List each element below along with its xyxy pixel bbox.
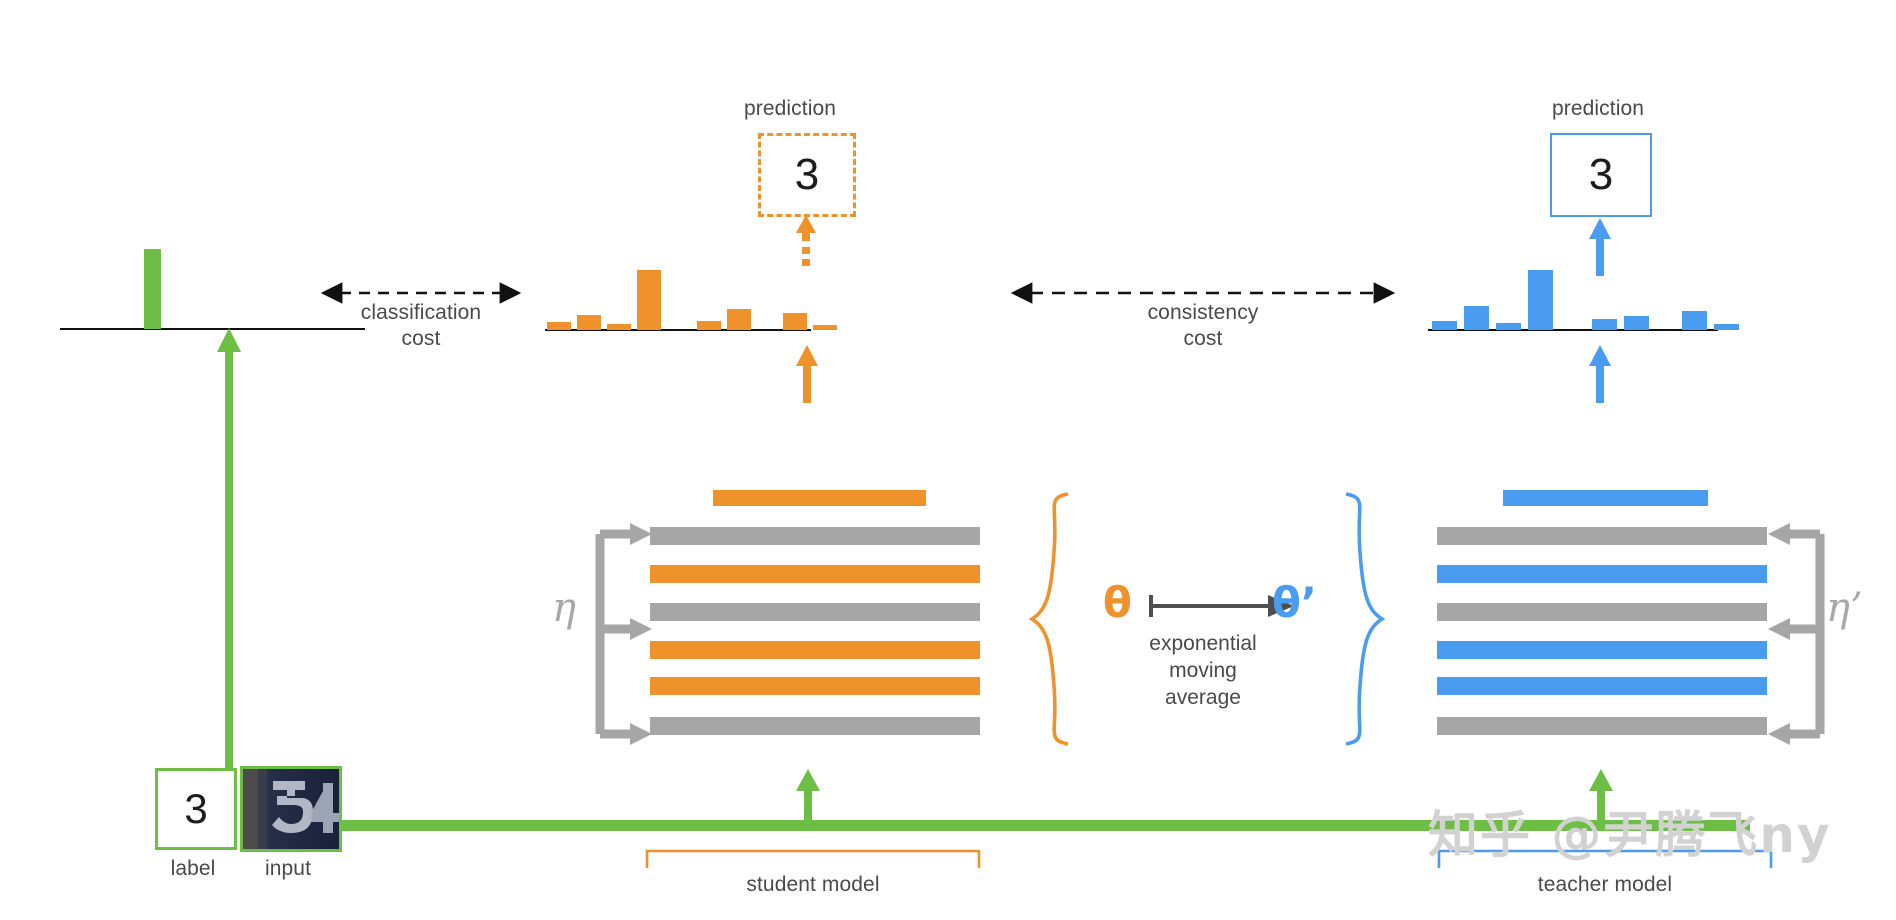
student-layer-gray [650, 527, 980, 545]
teacher-histogram-bar [1714, 324, 1739, 330]
label-value: 3 [184, 785, 208, 832]
label-arrow-icon [217, 328, 241, 778]
student-histogram-bar [637, 270, 661, 330]
classification-cost-label: classification cost [328, 300, 514, 352]
student-model-caption: student model [746, 873, 880, 896]
student-brace-icon [1028, 492, 1069, 746]
teacher-histogram-bar [1528, 270, 1553, 330]
teacher-histogram-bar [1682, 311, 1707, 330]
teacher-layer-active [1437, 677, 1767, 695]
student-histogram-bar [697, 321, 721, 330]
input-caption: input [264, 857, 312, 880]
student-prediction-box: 3 [758, 133, 856, 217]
teacher-input-arrow-icon [1589, 769, 1613, 825]
student-histogram-bar [727, 309, 751, 330]
label-caption: label [170, 857, 216, 880]
teacher-layer-active [1437, 565, 1767, 583]
student-layer-active [650, 677, 980, 695]
label-histogram [60, 249, 365, 330]
teacher-prediction-arrow-icon [1589, 218, 1611, 276]
teacher-histogram [1428, 268, 1739, 331]
teacher-layer-gray [1437, 603, 1767, 621]
teacher-histogram-bar [1432, 321, 1457, 330]
student-layer-gray [650, 717, 980, 735]
watermark: 知乎 @尹腾飞ny [1428, 806, 1832, 864]
teacher-histogram-bar [1592, 319, 1617, 330]
student-theta-symbol: θ [1103, 578, 1132, 627]
teacher-model-caption: teacher model [1537, 873, 1673, 896]
student-prediction-caption: prediction [743, 97, 837, 120]
teacher-histogram-bar [1624, 316, 1649, 330]
student-top-layer [713, 490, 926, 506]
classification-cost-line2: cost [401, 327, 441, 350]
teacher-histogram-bar [1464, 306, 1489, 330]
label-histogram-axis [60, 328, 365, 330]
teacher-prediction-value: 3 [1588, 150, 1614, 199]
student-histogram [545, 268, 837, 331]
student-noise-bracket-icon [595, 523, 652, 745]
student-layer-stack [650, 527, 980, 739]
teacher-brace-icon [1345, 492, 1386, 746]
student-histogram-axis [545, 329, 811, 331]
ema-arrow-icon [1149, 595, 1294, 617]
student-layer-gray [650, 603, 980, 621]
student-histogram-bar [813, 325, 837, 330]
classification-cost-arrow [320, 282, 522, 304]
student-model-bracket-icon [645, 849, 981, 868]
classification-cost-line1: classification [360, 301, 482, 324]
teacher-histogram-bar [1496, 323, 1521, 330]
input-image-content [243, 769, 339, 849]
student-layer-active [650, 641, 980, 659]
student-output-arrow-icon [796, 345, 818, 403]
student-histogram-bar [783, 313, 807, 330]
teacher-noise-bracket-icon [1768, 523, 1825, 745]
teacher-layer-active [1437, 641, 1767, 659]
student-histogram-bar [547, 322, 571, 330]
consistency-cost-label: consistency cost [1018, 300, 1388, 352]
teacher-eta-symbol: η’ [1826, 585, 1863, 631]
teacher-prediction-box: 3 [1550, 133, 1652, 217]
consistency-cost-arrow [1010, 282, 1396, 304]
teacher-layer-gray [1437, 527, 1767, 545]
input-data-bus [330, 820, 1750, 831]
teacher-histogram-axis [1428, 329, 1718, 331]
student-input-arrow-icon [796, 769, 820, 825]
teacher-model-bracket-icon [1437, 849, 1773, 868]
teacher-output-arrow-icon [1589, 345, 1611, 403]
teacher-prediction-caption: prediction [1551, 97, 1645, 120]
student-layer-active [650, 565, 980, 583]
input-image [240, 766, 342, 852]
teacher-layer-stack [1437, 527, 1767, 739]
student-prediction-arrow-icon [796, 215, 816, 266]
teacher-layer-gray [1437, 717, 1767, 735]
consistency-cost-line2: cost [1183, 327, 1223, 350]
teacher-theta-symbol: θ’ [1272, 578, 1317, 627]
ema-caption: exponential moving average [1149, 632, 1257, 709]
student-histogram-bar [577, 315, 601, 330]
label-histogram-bar [144, 249, 161, 329]
student-histogram-bar [607, 324, 631, 330]
student-eta-symbol: η [552, 585, 576, 631]
label-box: 3 [155, 768, 237, 850]
consistency-cost-line1: consistency [1147, 301, 1259, 324]
teacher-top-layer [1503, 490, 1708, 506]
student-prediction-value: 3 [794, 150, 820, 199]
